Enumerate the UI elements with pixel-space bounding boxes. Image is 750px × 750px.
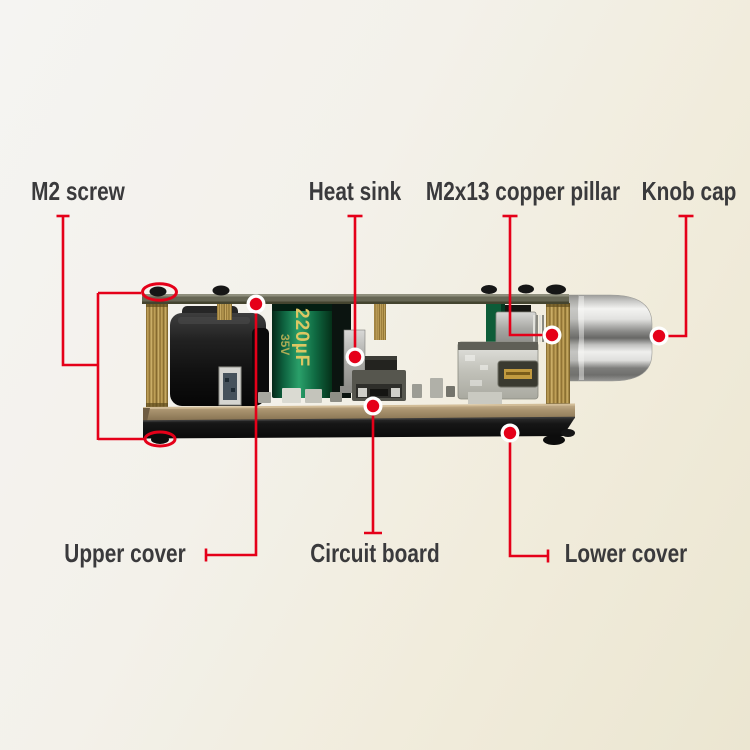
label-m2-screw: M2 screw — [31, 176, 125, 206]
dc-jack-part — [170, 306, 269, 406]
callout-dot-knob-cap — [649, 326, 669, 346]
capacitor-voltage-text: 35V — [278, 334, 292, 355]
callout-dot-lower-cover — [500, 423, 520, 443]
callout-line-upper-cover — [204, 304, 258, 562]
callout-dot-heat-sink — [345, 347, 365, 367]
potentiometer-part — [486, 303, 544, 346]
smd-components — [258, 378, 455, 403]
callout-line-circuit-board — [364, 406, 382, 535]
callout-dot-copper-pillar — [542, 325, 562, 345]
copper-pillar-right — [546, 303, 570, 407]
mini-usb-part — [457, 341, 539, 404]
brass-stud-mid — [374, 303, 386, 340]
screw-circle-bottom — [143, 430, 177, 448]
brass-stud-small — [217, 303, 232, 320]
capacitor-value-text: 220µF — [291, 308, 312, 367]
callout-dots — [246, 294, 669, 443]
callout-line-knob-cap — [659, 214, 694, 338]
label-lower-cover: Lower cover — [564, 538, 688, 568]
label-heat-sink: Heat sink — [308, 176, 402, 206]
copper-pillar-left — [146, 303, 168, 407]
micro-usb-part — [352, 356, 406, 401]
capacitor-part: 220µF 35V — [272, 302, 351, 398]
circuit-board-part — [142, 403, 576, 422]
board-photo: 220µF 35V — [142, 284, 653, 445]
callout-line-lower-cover — [508, 433, 550, 563]
callout-dot-upper-cover — [246, 294, 266, 314]
callout-line-heat-sink — [347, 214, 363, 357]
label-upper-cover: Upper cover — [64, 538, 186, 568]
callout-dot-circuit-board — [363, 396, 383, 416]
label-knob-cap: Knob cap — [641, 176, 737, 206]
callout-line-copper-pillar — [502, 214, 552, 337]
callout-line-m2-screw — [56, 214, 144, 441]
screw-circle-top — [141, 282, 178, 302]
label-copper-pillar: M2x13 copper pillar — [425, 176, 621, 206]
knob-cap-part — [565, 294, 653, 382]
label-circuit-board: Circuit board — [310, 538, 440, 568]
lower-cover-part — [142, 416, 576, 445]
